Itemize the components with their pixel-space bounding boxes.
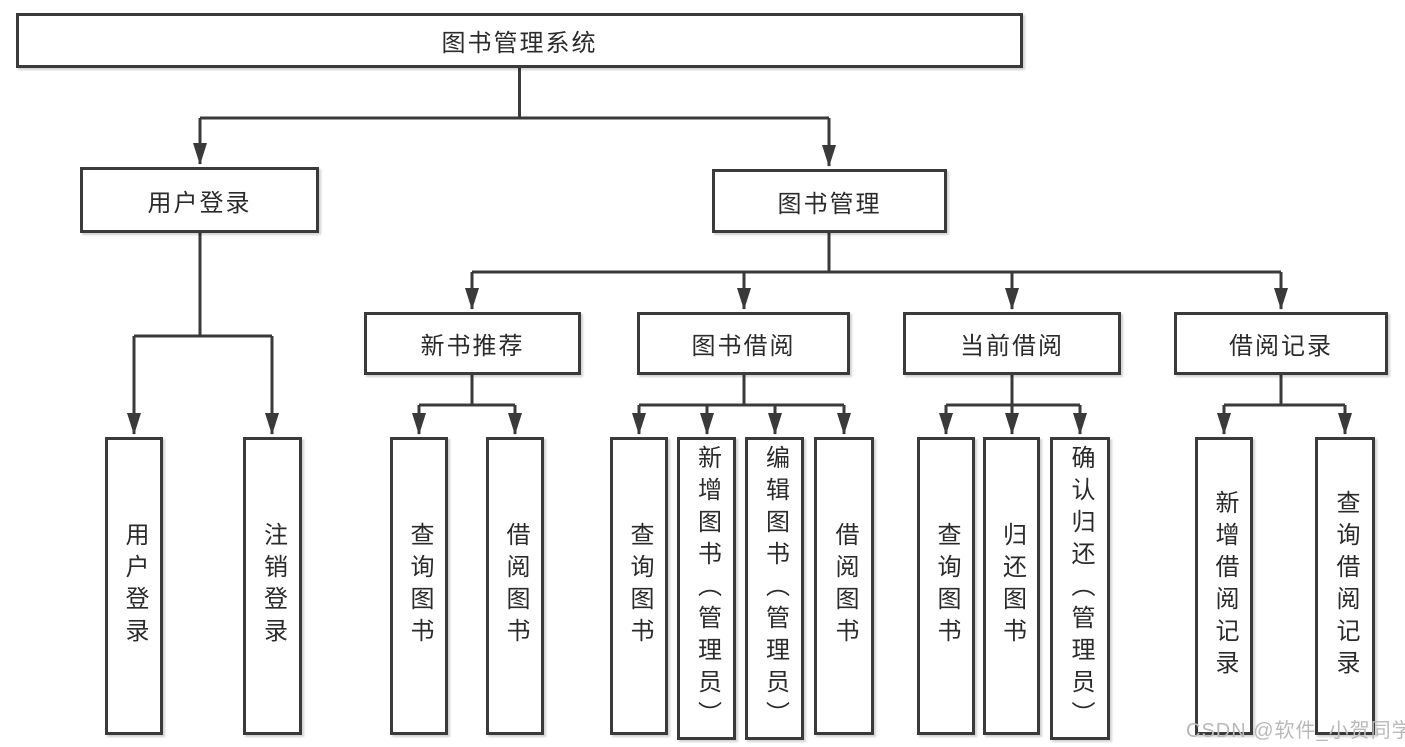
leaf-br-query-record: 查询借阅记录 — [1315, 437, 1375, 735]
node-user-login-branch: 用户登录 — [80, 167, 319, 233]
leaf-cb-query-books: 查询图书 — [917, 437, 975, 735]
node-library-system: 图书管理系统 — [16, 13, 1023, 68]
csdn-watermark: CSDN @软件_小贺同学 — [1186, 720, 1405, 742]
edges-book-borrowing — [632, 375, 851, 435]
node-book-management: 图书管理 — [712, 169, 947, 233]
edges-root — [193, 68, 836, 167]
leaf-user-login: 用户登录 — [105, 437, 163, 735]
leaf-bb-add-books-admin: 新增图书（管理员） — [677, 437, 736, 740]
leaf-bb-edit-books-admin: 编辑图书（管理员） — [745, 437, 804, 740]
leaf-cb-return-books: 归还图书 — [983, 437, 1040, 735]
edges-borrow-records — [1217, 375, 1352, 435]
leaf-nb-query-books: 查询图书 — [390, 437, 448, 735]
leaf-nb-borrow-books: 借阅图书 — [486, 437, 544, 735]
node-borrow-records: 借阅记录 — [1174, 312, 1388, 375]
node-book-borrowing: 图书借阅 — [637, 312, 850, 375]
leaf-logout: 注销登录 — [243, 437, 302, 735]
leaf-bb-query-books: 查询图书 — [610, 437, 668, 735]
leaf-br-add-record: 新增借阅记录 — [1195, 437, 1253, 735]
leaf-bb-borrow-books: 借阅图书 — [814, 437, 874, 735]
edges-book-management — [465, 233, 1288, 310]
edges-user-login — [127, 233, 279, 435]
node-new-book-recommend: 新书推荐 — [364, 312, 581, 375]
edges-new-book-recommend — [412, 375, 522, 435]
leaf-cb-confirm-return-admin: 确认归还（管理员） — [1050, 437, 1110, 740]
edges-current-borrowing — [939, 375, 1087, 435]
node-current-borrowing: 当前借阅 — [903, 312, 1121, 375]
